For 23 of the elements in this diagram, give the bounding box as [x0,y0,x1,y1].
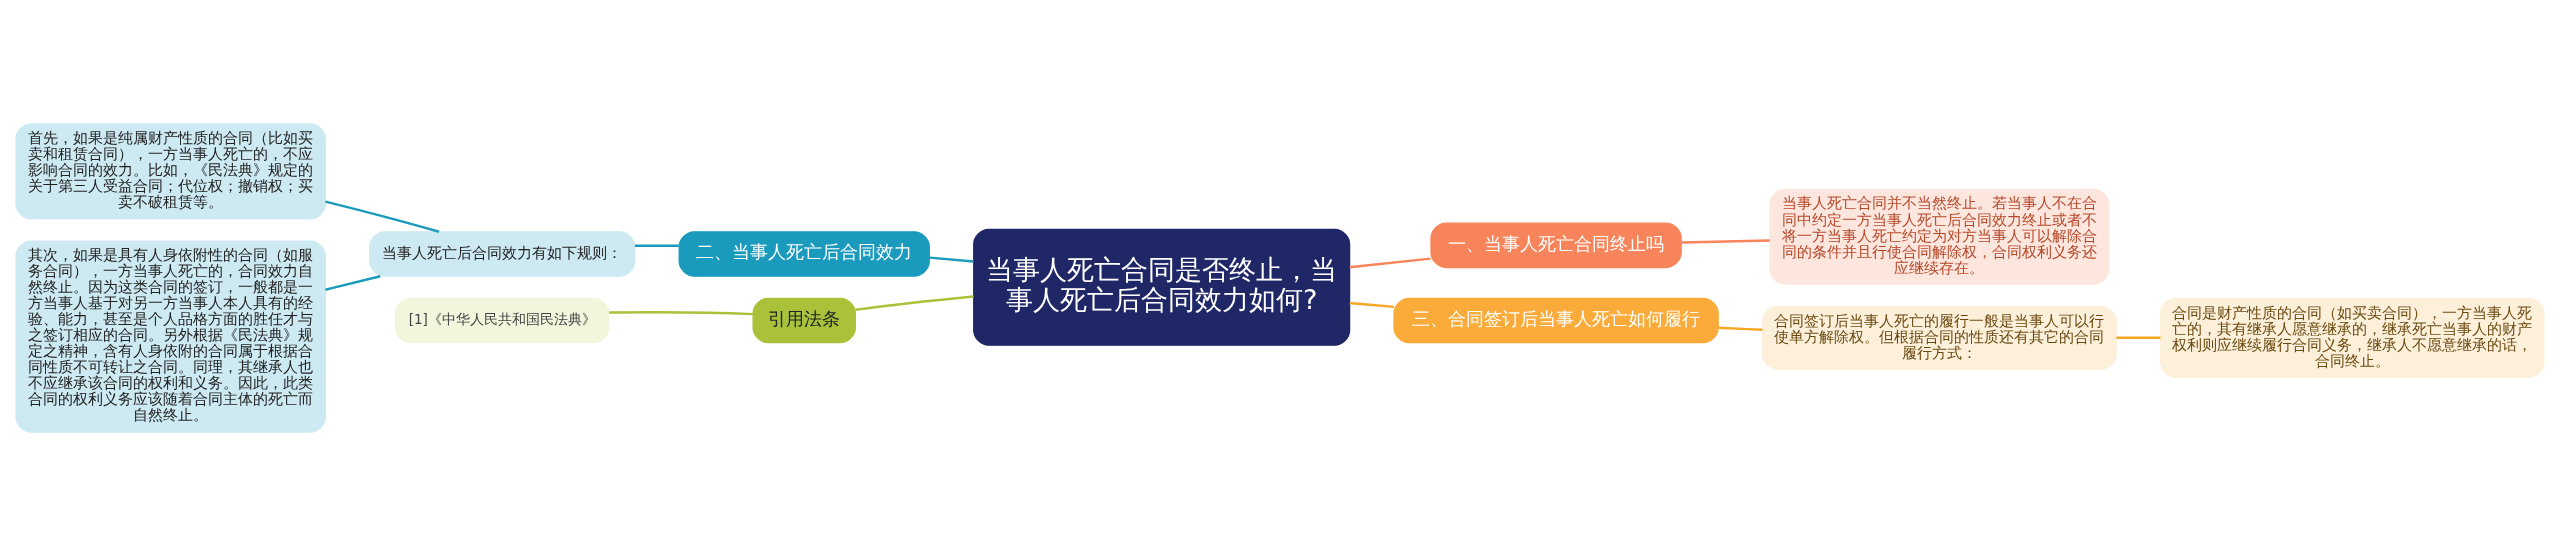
connector [855,294,974,311]
connector [2116,336,2161,339]
node-box: 当事人死亡后合同效力有如下规则： [369,230,636,277]
connector [1349,256,1431,268]
node-box: 当事人死亡合同并不当然终止。若当事人不在合同中约定一方当事人死亡后合同效力终止或者不将一方当事人死亡约定为对方当事人可以解除合同的条件并且行使合同解除权，合同权利义务还应继续存在。 [1769,188,2110,285]
node-box: 首先，如果是纯属财产性质的合同（比如买卖和租赁合同），一方当事人死亡的，不应影响合同的效力。比如，《民法典》规定的关于第三人受益合同；代位权；撤销权；买卖不破租赁等。 [15,122,326,219]
connector [1681,238,1770,244]
connector [1349,301,1395,308]
connector [1718,326,1763,331]
node-box: 合同是财产性质的合同（如买卖合同），一方当事人死亡的，其有继承人愿意继承的，继承死亡当事人的财产权利则应继续履行合同义务，继承人不愿意继承的话，合同终止。 [2160,297,2545,378]
connector [929,255,974,263]
connector [609,310,753,315]
node-box: 三、合同签订后当事人死亡如何履行 [1393,297,1719,343]
node-box: 合同签订后当事人死亡的履行一般是当事人可以行使单方解除权。但根据合同的性质还有其它的合同履行方式： [1761,305,2117,370]
connector [325,274,381,291]
node-box: 引用法条 [752,297,856,343]
node-box: 当事人死亡合同是否终止，当事人死亡后合同效力如何? [973,228,1351,346]
node-box: 一、当事人死亡合同终止吗 [1430,222,1682,268]
connector [325,199,440,233]
connector [634,243,679,247]
node-box: [1]《中华人民共和国民法典》 [395,297,610,343]
node-box: 二、当事人死亡后合同效力 [678,230,930,277]
node-box: 其次，如果是具有人身依附性的合同（如服务合同），一方当事人死亡的，合同效力自然终止。因为这类合同的签订，一般都是一方当事人基于对另一方当事人本人具有的经验、能力，甚至是个人品格方面的胜任才与之签订相应的合同。另外根据《民法典》规定之精神，含有人身依附的合同属于根据合同性质不可转让之合同。同理，其继承人也不应继承该合同的权利和义务。因此，此类合同的权利义务应该随着合同主体的死亡而自然终止。 [15,239,326,433]
